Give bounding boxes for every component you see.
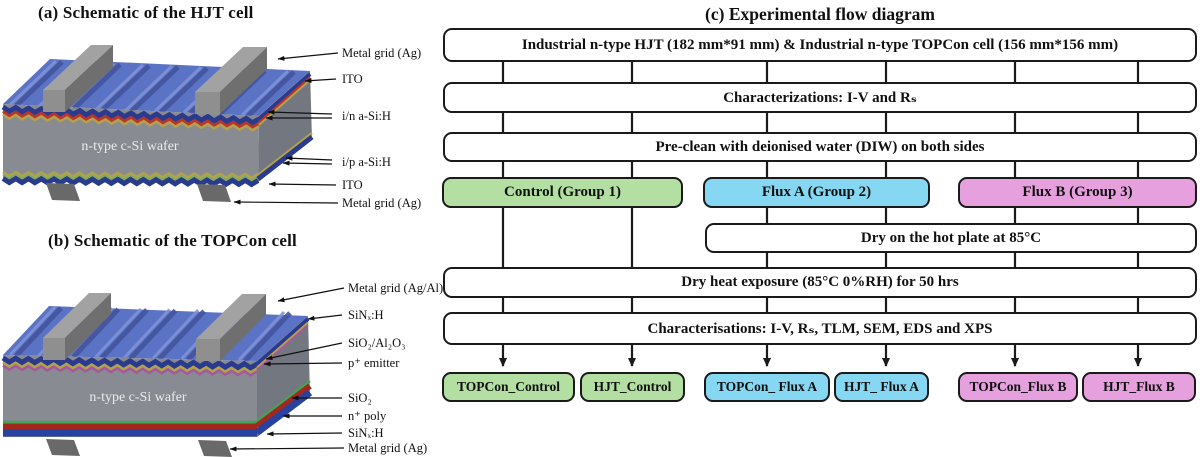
panel-c-title: (c) Experimental flow diagram bbox=[705, 4, 935, 24]
output-box-topcon-flux-b: TOPCon_Flux B bbox=[958, 372, 1078, 402]
topcon-busbar bbox=[196, 294, 266, 361]
layer-label-metal-grid-ag: Metal grid (Ag) bbox=[348, 441, 428, 455]
flow-connectors bbox=[499, 60, 1142, 367]
flow-box-characterisations-2: Characterisations: I-V, Rₛ, TLM, SEM, ED… bbox=[443, 312, 1197, 345]
layer-label-in-asi: i/n a-Si:H bbox=[342, 109, 391, 123]
flow-box-dry-heat-exposure: Dry heat exposure (85°C 0%RH) for 50 hrs bbox=[443, 267, 1197, 298]
layer-label-sio2: SiO₂ bbox=[348, 391, 372, 405]
layer-label-n-poly: n⁺ poly bbox=[348, 409, 387, 423]
layer-label-sinx-rear: SiNₓ:H bbox=[348, 426, 384, 440]
layer-label-sinx-front: SiNₓ:H bbox=[348, 308, 384, 322]
layer-label-p-emitter: p⁺ emitter bbox=[348, 356, 400, 370]
layer-label-ip-asi: i/p a-Si:H bbox=[342, 155, 391, 169]
flow-box-preclean: Pre-clean with deionised water (DIW) on … bbox=[443, 132, 1197, 162]
output-box-hjt-flux-a: HJT_ Flux A bbox=[834, 372, 929, 402]
topcon-rear-grid bbox=[46, 439, 80, 456]
group-box-control: Control (Group 1) bbox=[442, 177, 683, 208]
hjt-busbar bbox=[43, 45, 113, 112]
topcon-wafer-label: n-type c-Si wafer bbox=[89, 390, 187, 405]
hjt-rear-grid bbox=[197, 184, 231, 202]
output-box-hjt-flux-b: HJT_Flux B bbox=[1082, 372, 1196, 402]
panel-a-title: (a) Schematic of the HJT cell bbox=[38, 3, 254, 22]
flow-box-dry-hot-plate: Dry on the hot plate at 85°C bbox=[705, 223, 1197, 253]
group-box-flux-b: Flux B (Group 3) bbox=[958, 177, 1197, 208]
output-box-topcon-control: TOPCon_Control bbox=[442, 372, 575, 402]
hjt-rear-grid bbox=[46, 183, 80, 201]
output-box-hjt-control: HJT_Control bbox=[580, 372, 685, 402]
layer-label-metal-grid-front: Metal grid (Ag) bbox=[342, 46, 422, 60]
topcon-annotation-lines bbox=[229, 287, 345, 452]
output-box-topcon-flux-a: TOPCon_ Flux A bbox=[704, 372, 830, 402]
hjt-annotation-lines bbox=[233, 52, 339, 205]
flow-box-start: Industrial n-type HJT (182 mm*91 mm) & I… bbox=[443, 28, 1197, 62]
panel-b-title: (b) Schematic of the TOPCon cell bbox=[48, 231, 297, 250]
layer-label-sio2-al2o3: SiO₂/Al₂O₃ bbox=[348, 336, 406, 350]
topcon-busbar bbox=[43, 293, 111, 360]
flow-box-characterizations-1: Characterizations: I-V and Rₛ bbox=[443, 82, 1197, 113]
layer-label-ito-front: ITO bbox=[342, 72, 363, 86]
topcon-cell-illustration: n-type c-Si wafer bbox=[1, 287, 345, 457]
hjt-cell-illustration: n-type c-Si wafer bbox=[1, 45, 339, 205]
topcon-front-face bbox=[3, 355, 257, 437]
hjt-busbar bbox=[195, 47, 267, 114]
layer-label-metal-grid-rear: Metal grid (Ag) bbox=[342, 196, 422, 210]
hjt-side-face bbox=[258, 71, 312, 182]
layer-label-ito-rear: ITO bbox=[342, 178, 363, 192]
flow-diagram: (c) Experimental flow diagram bbox=[440, 0, 1200, 457]
group-box-flux-a: Flux A (Group 2) bbox=[703, 177, 930, 208]
hjt-wafer-label: n-type c-Si wafer bbox=[81, 139, 179, 154]
layer-label-metal-grid-agal: Metal grid (Ag/Al) bbox=[348, 281, 444, 295]
topcon-rear-grid bbox=[198, 440, 232, 457]
